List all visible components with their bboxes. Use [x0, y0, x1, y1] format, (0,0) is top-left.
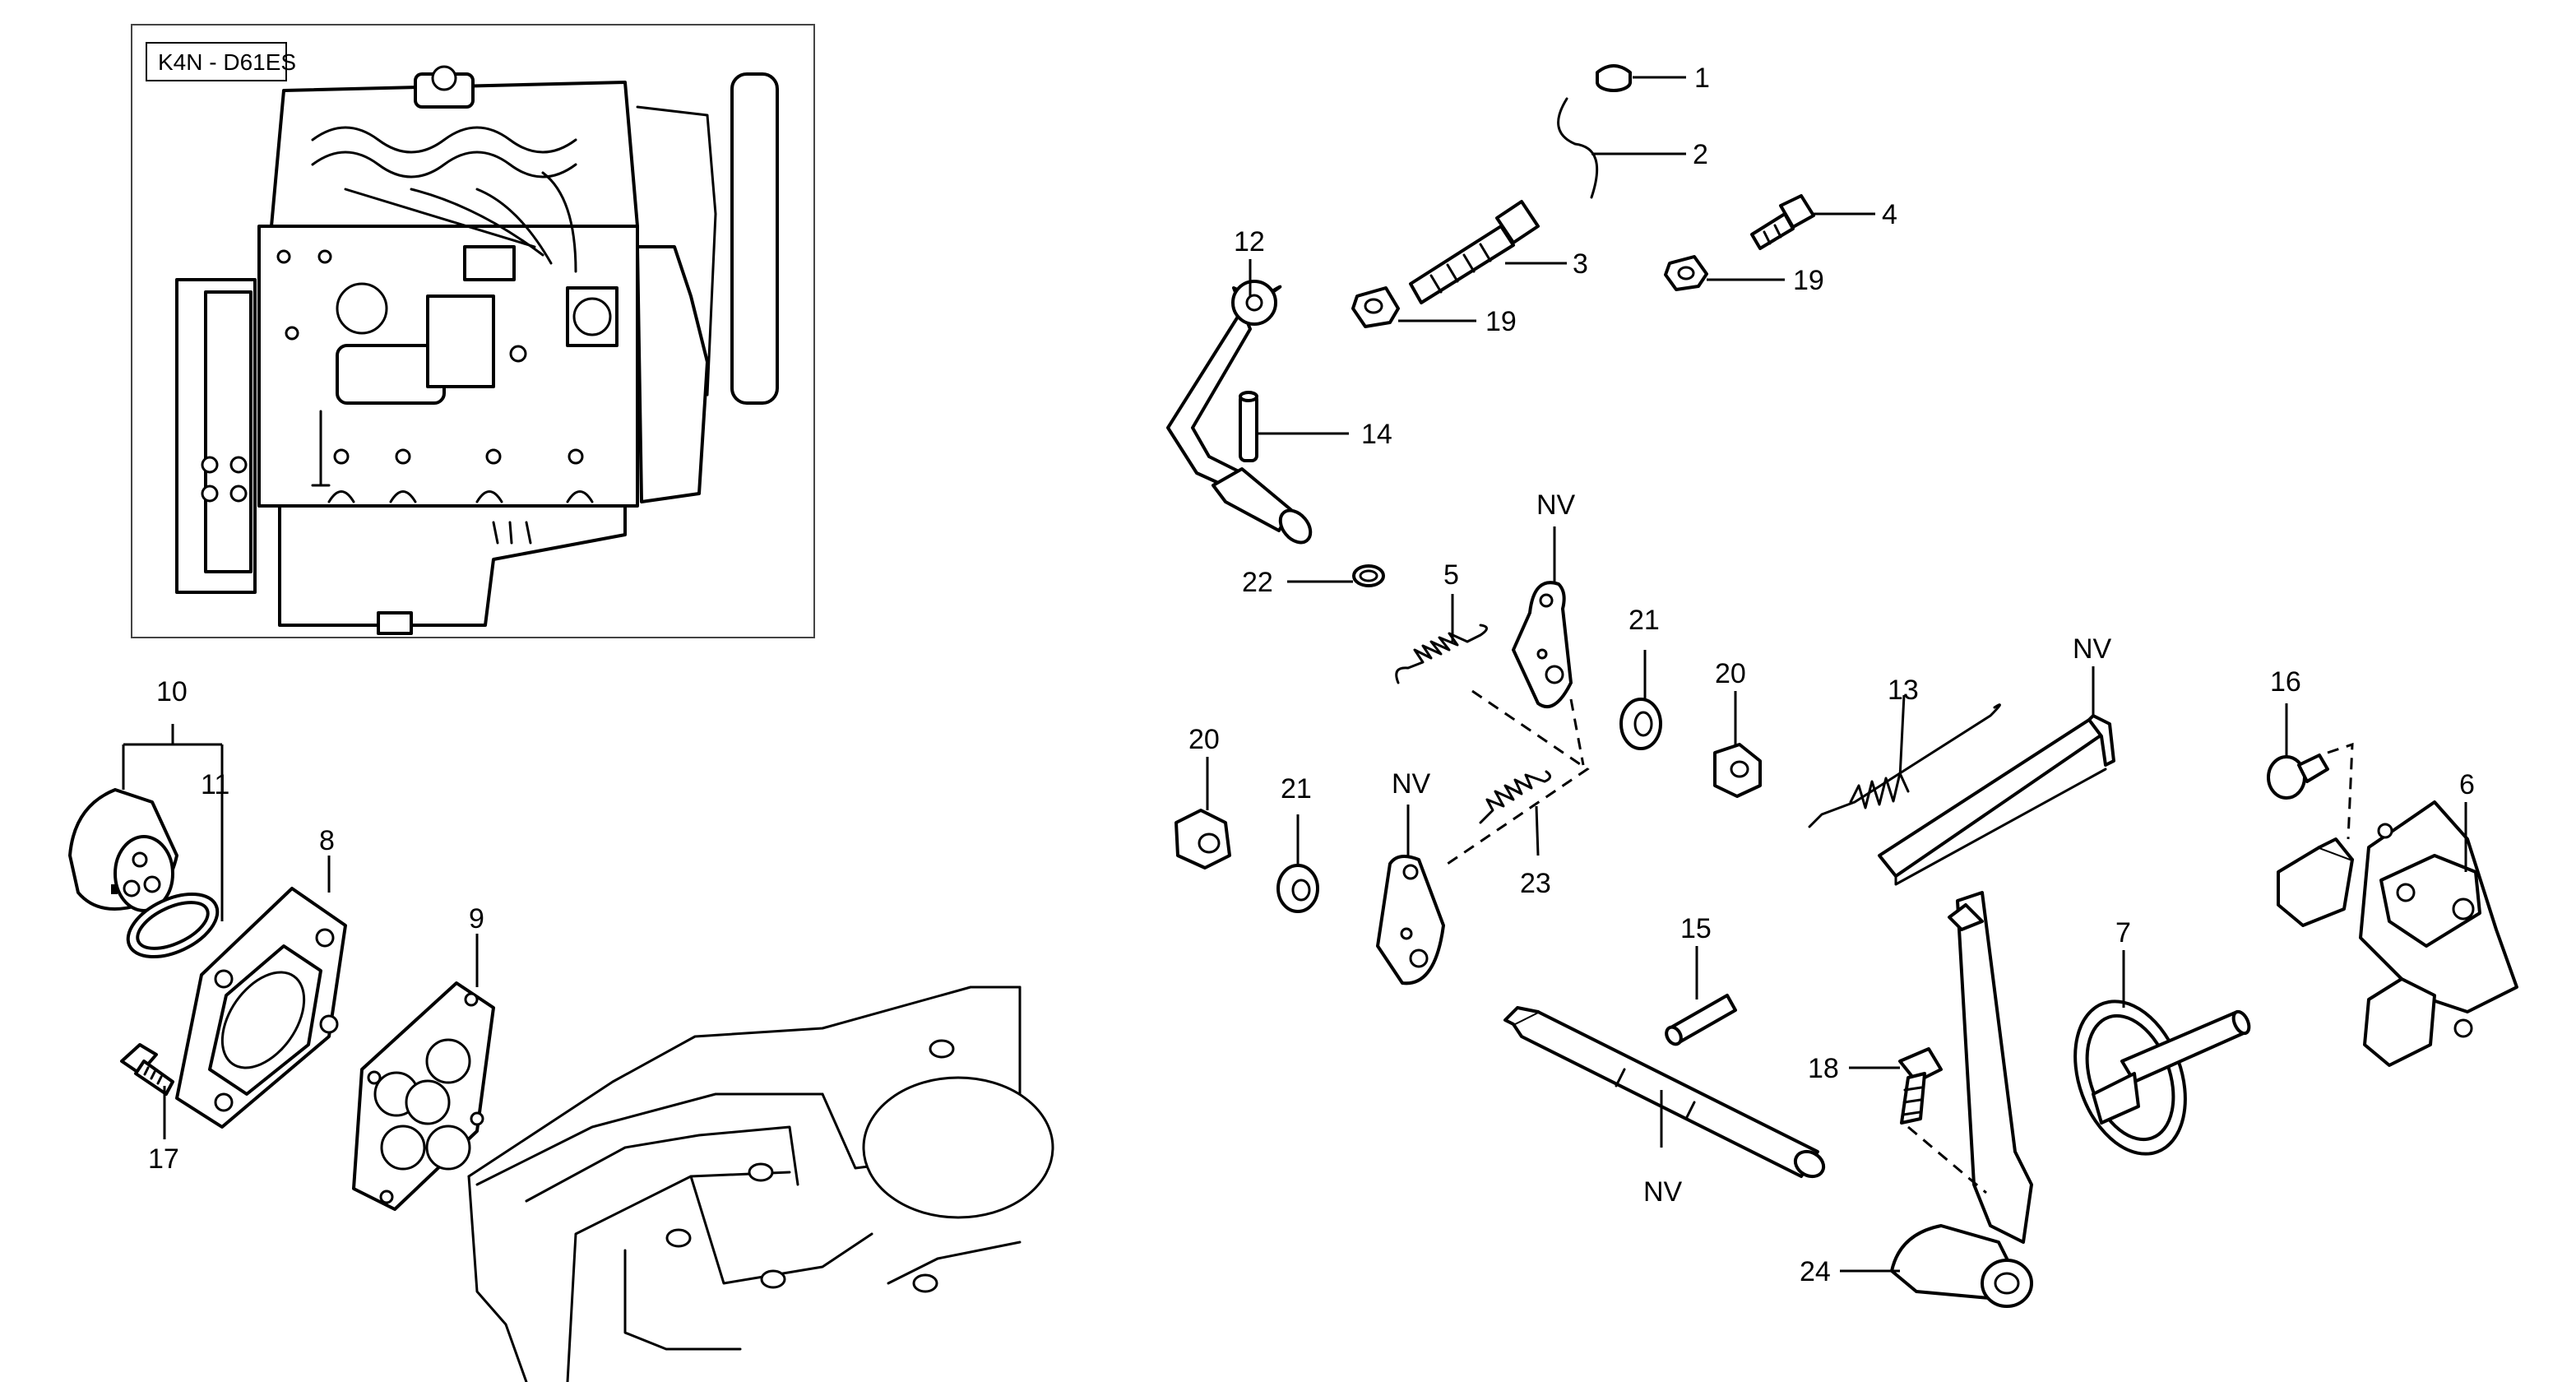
- part-21-washer-upper: [1619, 698, 1662, 750]
- callout-nv-shaft: NV: [1643, 1176, 1683, 1208]
- part-24-lever: [1890, 891, 2033, 1308]
- callout-13: 13: [1888, 675, 1919, 706]
- callout-4: 4: [1882, 199, 1897, 230]
- part-5-spring: [1395, 624, 1488, 684]
- model-label-box: [146, 42, 287, 81]
- callout-20-upper: 20: [1715, 658, 1746, 689]
- part-15-pin: [1665, 994, 1737, 1046]
- part-2-wire-clip: [1557, 97, 1599, 199]
- callout-10: 10: [156, 676, 188, 707]
- callout-20-lower: 20: [1188, 724, 1220, 755]
- callout-19-left: 19: [1485, 306, 1517, 337]
- callout-1: 1: [1694, 63, 1710, 94]
- callout-8: 8: [319, 825, 335, 856]
- part-19-nut-right: [1664, 255, 1708, 291]
- part-10-cover-assembly: [68, 788, 178, 912]
- part-20-nut-lower: [1174, 809, 1231, 870]
- callout-3: 3: [1573, 248, 1588, 280]
- callout-16: 16: [2270, 666, 2301, 698]
- callout-6: 6: [2459, 769, 2475, 800]
- callout-11: 11: [201, 769, 229, 800]
- callout-21-upper: 21: [1629, 605, 1660, 636]
- callout-nv-lower-plate: NV: [1392, 768, 1431, 800]
- callout-2: 2: [1693, 139, 1708, 170]
- callout-22: 22: [1242, 567, 1273, 598]
- part-4-bolt: [1750, 194, 1815, 250]
- callout-nv-bracket: NV: [2073, 633, 2112, 665]
- part-19-nut-left: [1351, 286, 1400, 328]
- callout-19-right: 19: [1793, 265, 1824, 296]
- part-7-disc-shaft: [2073, 999, 2251, 1156]
- part-23-spring: [1479, 770, 1551, 824]
- part-12-lever-arm: [1166, 280, 1313, 545]
- callout-18: 18: [1808, 1053, 1839, 1084]
- callout-21-lower: 21: [1281, 773, 1312, 805]
- callout-9: 9: [469, 903, 484, 934]
- part-6-bracket-assembly: [2277, 800, 2518, 1067]
- part-8-flange-plate: [175, 887, 347, 1129]
- callout-14: 14: [1361, 419, 1392, 450]
- callout-15: 15: [1680, 913, 1712, 944]
- engine-illustration: [175, 65, 779, 635]
- callout-17: 17: [148, 1143, 179, 1175]
- callout-5: 5: [1443, 559, 1459, 591]
- part-21-washer-lower: [1276, 864, 1319, 913]
- part-nv-lower-plate: [1376, 855, 1445, 985]
- leader-lines: [122, 76, 2467, 1273]
- engine-block-section: [467, 985, 1054, 1382]
- engine-inset: K4N - D61ES: [131, 24, 815, 638]
- part-nv-upper-plate: [1512, 581, 1573, 709]
- callout-7: 7: [2115, 917, 2131, 948]
- part-20-nut-upper: [1713, 743, 1762, 798]
- part-22-o-ring: [1352, 564, 1385, 587]
- part-nv-bracket: [1878, 714, 2115, 886]
- part-14-pin: [1239, 391, 1258, 462]
- part-13-spring-rod: [1808, 703, 2001, 828]
- part-11-o-ring: [126, 893, 220, 958]
- part-1-cap: [1596, 64, 1632, 92]
- callout-labels: 1 2 3 4 19 19 12 14 22 5 NV 21 20 20 21 …: [148, 63, 2475, 1287]
- part-18-bolt: [1898, 1047, 1943, 1125]
- model-label: K4N - D61ES: [158, 49, 296, 75]
- dash-links-center: [1447, 689, 1590, 865]
- part-9-gasket: [352, 981, 495, 1211]
- callout-23: 23: [1520, 868, 1551, 899]
- part-3-long-bolt: [1409, 200, 1540, 304]
- part-nv-shaft: [1503, 1006, 1826, 1179]
- part-16-knob: [2267, 742, 2354, 840]
- callout-24: 24: [1800, 1256, 1831, 1287]
- callout-12: 12: [1234, 226, 1265, 257]
- callout-nv-upper-plate: NV: [1536, 489, 1576, 521]
